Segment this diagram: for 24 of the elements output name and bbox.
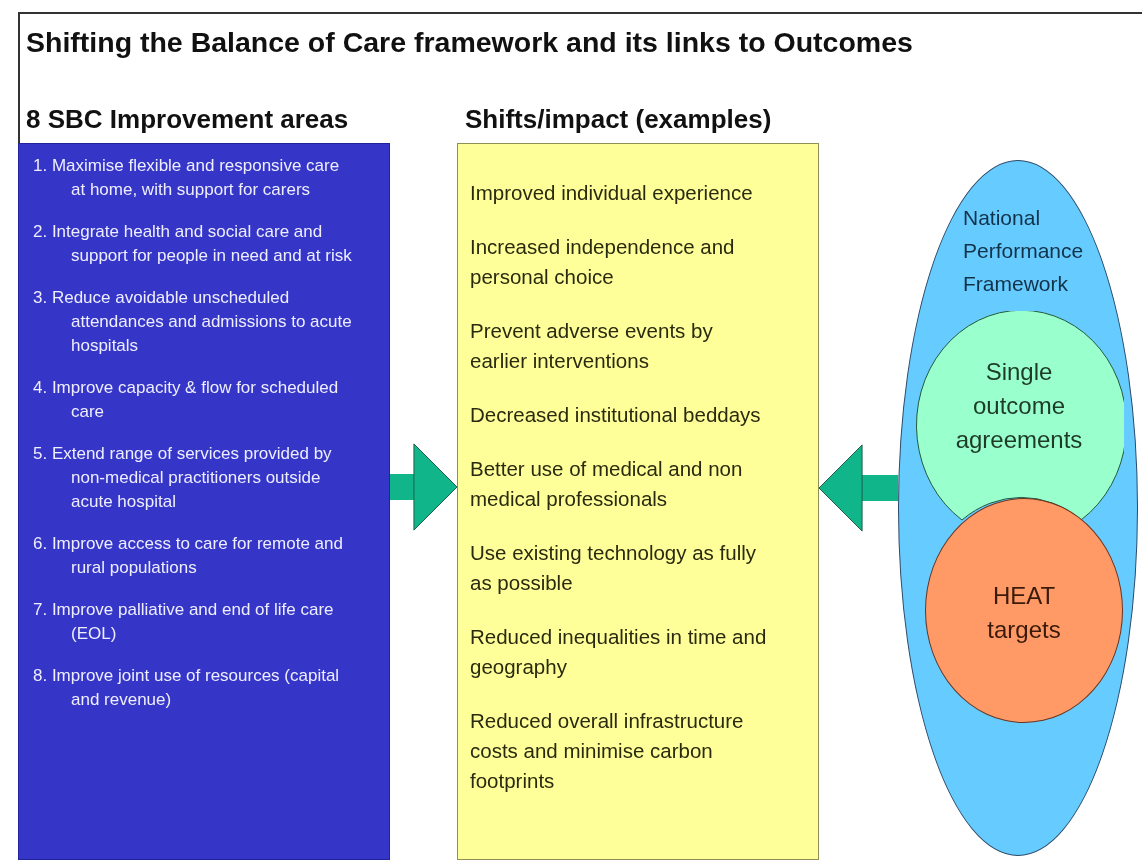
impact-item: Reduced inequalities in time and geography (470, 624, 768, 680)
column-heading: 8 SBC Improvement areas (26, 103, 349, 136)
column-heading: Shifts/impact (examples) (465, 103, 772, 136)
numbered-list-item: 7. Improve palliative and end of life care (EOL) (33, 599, 335, 645)
impact-item: Use existing technology as fully as possible (470, 540, 757, 596)
numbered-list-item: 8. Improve joint use of resources (capital and revenue) (33, 665, 341, 711)
shape-label: Single outcome agreements (954, 357, 1084, 455)
block-arrow (390, 443, 458, 531)
impact-item: Better use of medical and non medical professionals (470, 456, 744, 512)
numbered-list-item: 2. Integrate health and social care and support for people in need and at risk (33, 221, 353, 267)
block-arrow (818, 444, 899, 532)
numbered-list-item: 4. Improve capacity & flow for scheduled care (33, 377, 340, 423)
numbered-list-item: 3. Reduce avoidable unscheduled attendances and admissions to acute hospitals (33, 287, 353, 357)
impact-item: Improved individual experience (470, 180, 754, 206)
impact-item: Decreased institutional beddays (470, 402, 762, 428)
impact-item: Increased independence and personal choice (470, 234, 736, 290)
numbered-list-item: 6. Improve access to care for remote and rural populations (33, 533, 344, 579)
impact-item: Reduced overall infrastructure costs and minimise carbon footprints (470, 708, 745, 794)
diagram-title: Shifting the Balance of Care framework and its links to Outcomes (26, 25, 913, 60)
numbered-list-item: 5. Extend range of services provided by non-medical practitioners outside acute hospital (33, 443, 333, 513)
impact-item: Prevent adverse events by earlier interventions (470, 318, 714, 374)
numbered-list-item: 1. Maximise flexible and responsive care at home, with support for carers (33, 155, 341, 201)
shape-label: HEAT targets (986, 581, 1062, 645)
shape-label: National Performance Framework (963, 205, 1085, 297)
